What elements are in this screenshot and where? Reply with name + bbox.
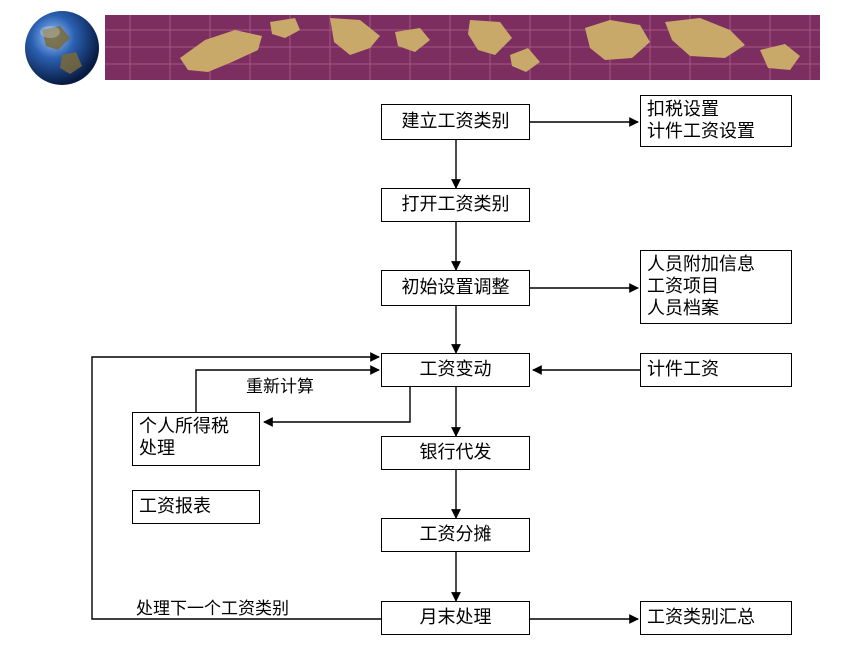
node-salary-allocation-label: 工资分摊 <box>419 524 492 545</box>
node-piecework-label: 计件工资 <box>647 359 719 380</box>
node-open-category: 打开工资类别 <box>381 188 530 222</box>
node-create-category-label: 建立工资类别 <box>401 111 510 132</box>
node-income-tax-line-2: 处理 <box>139 438 175 459</box>
node-salary-change-label: 工资变动 <box>419 359 492 380</box>
node-personnel-items-line-3: 人员档案 <box>647 298 719 319</box>
node-income-tax-line-1: 个人所得税 <box>139 416 229 437</box>
node-personnel-items-line-2: 工资项目 <box>647 276 719 297</box>
node-bank-payment-label: 银行代发 <box>419 442 492 463</box>
node-income-tax: 个人所得税 处理 <box>132 412 260 466</box>
world-map-banner <box>25 11 820 85</box>
node-personnel-items: 人员附加信息 工资项目 人员档案 <box>640 250 792 324</box>
globe-icon <box>25 11 99 85</box>
node-open-category-label: 打开工资类别 <box>401 194 510 215</box>
node-personnel-items-line-1: 人员附加信息 <box>647 254 755 275</box>
node-salary-report: 工资报表 <box>132 490 260 524</box>
continents <box>180 18 800 72</box>
arrow-next-category <box>91 352 381 620</box>
node-initial-settings-label: 初始设置调整 <box>401 277 510 298</box>
node-piecework: 计件工资 <box>640 353 792 387</box>
node-category-summary-label: 工资类别汇总 <box>647 607 755 628</box>
node-initial-settings: 初始设置调整 <box>381 270 530 306</box>
node-category-summary: 工资类别汇总 <box>640 601 792 635</box>
node-salary-change: 工资变动 <box>381 353 530 387</box>
label-recalculate: 重新计算 <box>246 377 314 397</box>
node-month-end-label: 月末处理 <box>419 607 492 628</box>
node-tax-settings-line-2: 计件工资设置 <box>647 121 755 142</box>
node-create-category: 建立工资类别 <box>381 104 530 140</box>
node-salary-allocation: 工资分摊 <box>381 518 530 552</box>
node-tax-settings: 扣税设置 计件工资设置 <box>640 95 792 147</box>
node-salary-report-label: 工资报表 <box>139 496 211 517</box>
node-tax-settings-line-1: 扣税设置 <box>647 99 719 120</box>
node-month-end: 月末处理 <box>381 601 530 635</box>
label-next-category: 处理下一个工资类别 <box>136 599 289 619</box>
node-bank-payment: 银行代发 <box>381 436 530 470</box>
